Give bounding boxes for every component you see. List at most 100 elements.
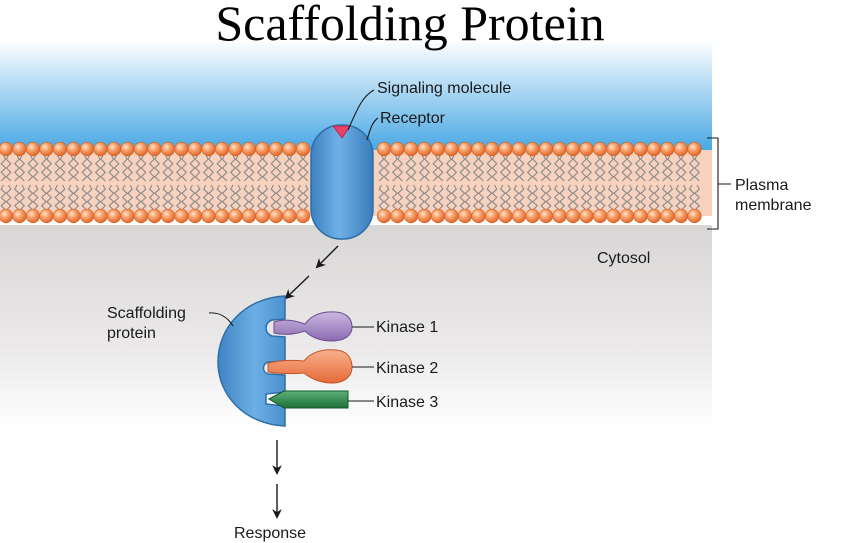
lipid-tail: [54, 154, 61, 182]
lipid-tail: [59, 184, 66, 211]
lipid-tail: [513, 184, 520, 211]
lipid-tail: [256, 184, 263, 211]
lipid-tail: [54, 184, 61, 211]
lipid-tail: [297, 154, 304, 182]
lipid-tail: [5, 154, 12, 182]
cytosol-label: Cytosol: [597, 250, 650, 267]
lipid-tail: [499, 184, 506, 211]
lipid-tail: [229, 154, 236, 182]
lipid-tail: [540, 154, 547, 182]
lipid-tail: [32, 184, 39, 211]
lipid-head: [673, 208, 689, 224]
lipid-tail: [262, 184, 269, 211]
lipid-tail: [634, 154, 641, 182]
lipid-head: [403, 208, 419, 224]
lipid-tail: [545, 154, 552, 182]
kinase-2-label: Kinase 2: [376, 360, 438, 377]
lipid-tail: [13, 154, 20, 182]
lipid-tail: [410, 154, 417, 182]
lipid-tail: [640, 184, 647, 211]
lipid-tail: [694, 154, 701, 182]
lipid-tail: [256, 154, 263, 182]
lipid-tail: [661, 154, 668, 182]
lipid-tail: [383, 154, 390, 182]
lipid-tail: [621, 154, 628, 182]
lipid-tail: [121, 154, 128, 182]
lipid-tail: [175, 184, 182, 211]
lipid-tail: [626, 184, 633, 211]
lipid-tail: [181, 154, 188, 182]
lipid-tail: [275, 154, 282, 182]
lipid-tail: [27, 184, 34, 211]
lipid-tail: [383, 184, 390, 211]
lipid-tail: [162, 184, 169, 211]
lipid-head: [619, 208, 635, 224]
lipid-tail: [694, 184, 701, 211]
lipid-tail: [559, 154, 566, 182]
lipid-tail: [532, 184, 539, 211]
lipid-head: [160, 141, 176, 157]
lipid-head: [376, 141, 392, 157]
lipid-tail: [59, 154, 66, 182]
lipid-head: [214, 208, 230, 224]
lipid-tail: [559, 184, 566, 211]
lipid-tails: [0, 154, 701, 211]
lipid-tail: [127, 154, 134, 182]
kinase-3-label: Kinase 3: [376, 394, 438, 411]
lipid-head: [174, 208, 189, 224]
lipid-head: [93, 208, 108, 224]
lipid-tail: [640, 154, 647, 182]
lipid-tail: [648, 154, 655, 182]
lipid-tail: [445, 184, 452, 211]
lipid-tail: [148, 184, 155, 211]
lipid-tail: [175, 154, 182, 182]
lipid-head: [511, 141, 527, 157]
lipid-head: [633, 141, 648, 157]
lipid-head: [565, 141, 581, 157]
lipid-tail: [418, 184, 425, 211]
lipid-head: [52, 141, 68, 157]
lipid-tail: [100, 184, 107, 211]
lipid-tail: [688, 184, 695, 211]
lipid-tail: [189, 184, 196, 211]
lipid-tail: [167, 154, 174, 182]
lipid-head: [417, 141, 432, 157]
lipid-head: [525, 141, 540, 157]
arrow-receptor-down-2: [284, 275, 310, 300]
lipid-head: [160, 208, 176, 224]
kinase-1-label: Kinase 1: [376, 319, 438, 336]
lipid-tail: [513, 154, 520, 182]
lipid-tail: [572, 184, 579, 211]
lipid-tail: [478, 154, 485, 182]
lipid-tail: [27, 154, 34, 182]
lipid-head: [228, 141, 243, 157]
lipid-head: [120, 141, 135, 157]
lipid-tail: [302, 154, 309, 182]
lipid-tail: [194, 154, 201, 182]
lipid-tail: [140, 154, 147, 182]
lipid-head: [147, 141, 162, 157]
lipid-tail: [540, 184, 547, 211]
lipid-head: [66, 141, 81, 157]
lipid-tail: [451, 184, 458, 211]
lipid-tail: [216, 154, 223, 182]
lipid-head: [174, 141, 189, 157]
lipid-tail: [621, 184, 628, 211]
lipid-head: [187, 208, 203, 224]
lipid-head: [295, 141, 311, 157]
lipid-head: [66, 208, 81, 224]
lipid-tail: [526, 154, 533, 182]
lipid-tail: [486, 184, 493, 211]
lipid-tail: [437, 184, 444, 211]
lipid-tail: [472, 184, 479, 211]
lipid-head: [106, 141, 122, 157]
lipid-head: [579, 208, 594, 224]
lipid-tail: [162, 154, 169, 182]
lipid-head: [147, 208, 162, 224]
lipid-tail: [472, 154, 479, 182]
lipid-tail: [688, 154, 695, 182]
lipid-tail: [194, 184, 201, 211]
lipid-tail: [108, 184, 115, 211]
lipid-head: [498, 141, 513, 157]
lipid-tail: [148, 154, 155, 182]
